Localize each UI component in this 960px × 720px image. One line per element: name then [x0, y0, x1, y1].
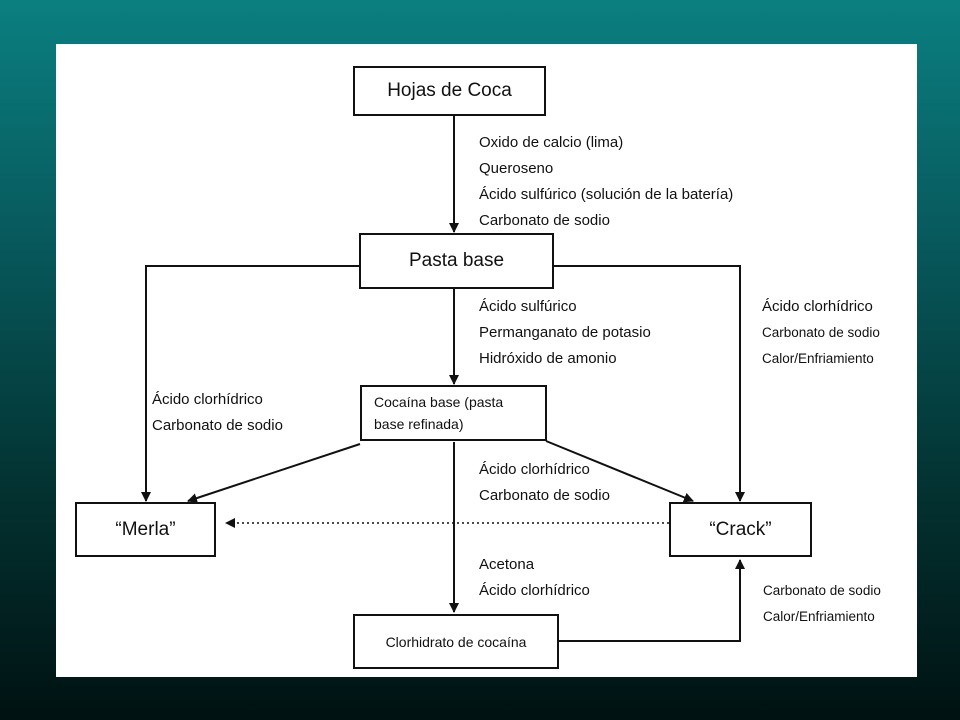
reagent-label: Ácido clorhídrico — [152, 391, 263, 408]
label-hojas-to-pasta: Oxido de calcio (lima) Queroseno Ácido s… — [479, 130, 733, 234]
reagent-label: Carbonato de sodio — [152, 417, 283, 434]
arrow-clorhidrato-to-crack — [559, 559, 745, 642]
arrow-pasta-to-merla — [141, 265, 360, 502]
reagent-label: Queroseno — [479, 160, 554, 177]
reagent-label: Carbonato de sodio — [763, 583, 881, 598]
reagent-label: Carbonato de sodio — [479, 487, 610, 504]
reagent-label: Permanganato de potasio — [479, 324, 651, 341]
node-clorhidrato-de-cocaina: Clorhidrato de cocaína — [353, 614, 559, 669]
reagent-label: Acetona — [479, 556, 535, 573]
label-pasta-to-crack: Ácido clorhídrico Carbonato de sodio Cal… — [762, 294, 880, 372]
reagent-label: Hidróxido de amonio — [479, 350, 617, 367]
node-hojas-de-coca: Hojas de Coca — [353, 66, 546, 116]
arrow-base-to-crack — [545, 440, 694, 503]
reagent-label: Carbonato de sodio — [479, 212, 610, 229]
node-crack-label: “Crack” — [709, 518, 772, 540]
node-merla-label: “Merla” — [115, 518, 176, 540]
reagent-label: Calor/Enfriamiento — [763, 609, 875, 624]
label-clorhidrato-to-crack: Carbonato de sodio Calor/Enfriamiento — [763, 578, 881, 630]
arrow-pasta-to-crack — [553, 265, 745, 502]
reagent-label: Ácido clorhídrico — [479, 582, 590, 599]
node-hojas-label: Hojas de Coca — [387, 80, 512, 101]
reagent-label: Ácido sulfúrico (solución de la batería) — [479, 186, 734, 203]
reagent-label: Ácido clorhídrico — [479, 461, 590, 478]
label-base-to-crack: Ácido clorhídrico Carbonato de sodio — [479, 457, 610, 509]
flow-connectors — [141, 116, 745, 642]
label-pasta-to-merla: Ácido clorhídrico Carbonato de sodio — [152, 387, 283, 439]
node-crack: “Crack” — [669, 502, 812, 557]
reagent-label: Oxido de calcio (lima) — [479, 134, 624, 151]
arrow-base-to-merla — [187, 443, 361, 503]
node-pasta-base: Pasta base — [359, 233, 554, 289]
node-pasta-label: Pasta base — [408, 250, 505, 271]
reagent-label: Carbonato de sodio — [762, 325, 880, 340]
node-cocaina-base-label: Cocaína base (pasta base refinada) — [374, 394, 504, 432]
node-merla: “Merla” — [75, 502, 216, 557]
node-cocaina-base: Cocaína base (pasta base refinada) — [360, 385, 547, 441]
reagent-label: Calor/Enfriamiento — [762, 351, 874, 366]
diagram-panel: Hojas de Coca Pasta base Cocaína base (p… — [56, 44, 917, 677]
reagent-label: Ácido clorhídrico — [762, 298, 873, 315]
node-clorhidrato-label: Clorhidrato de cocaína — [385, 633, 527, 650]
reagent-label: Ácido sulfúrico — [479, 298, 577, 315]
label-base-to-clorhidrato: Acetona Ácido clorhídrico — [479, 552, 590, 604]
label-pasta-to-base: Ácido sulfúrico Permanganato de potasio … — [479, 294, 651, 372]
